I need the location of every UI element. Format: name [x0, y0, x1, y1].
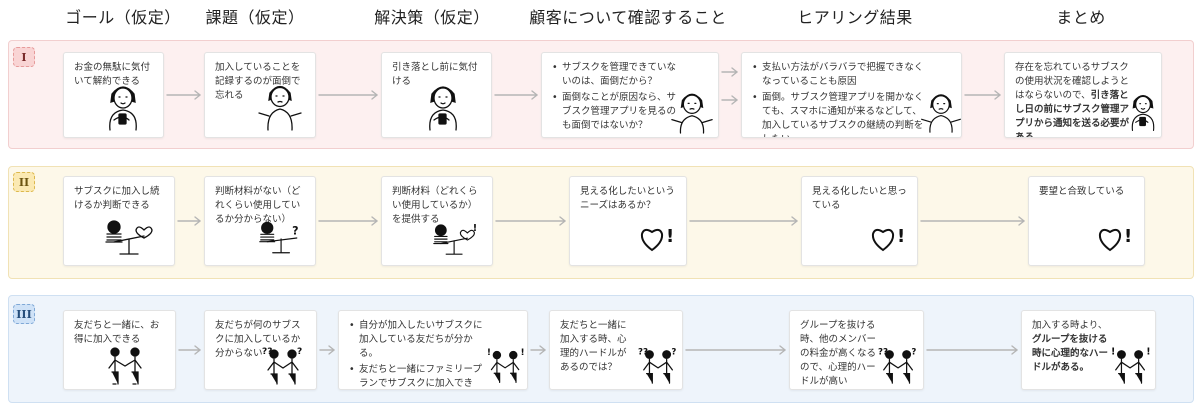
heart-exclaim-icon: !: [1098, 226, 1132, 252]
header-hearing-result: ヒアリング結果: [797, 8, 913, 27]
flow-arrow: [318, 216, 379, 226]
header-goal: ゴール（仮定）: [65, 8, 181, 27]
row-3-goal-card: 友だちと一緒に、お得に加入できる: [63, 310, 176, 390]
row-1-solution-text: 引き落とし前に気付ける: [392, 62, 478, 87]
flow-arrow: [319, 345, 336, 355]
exclamation-mark: !: [521, 348, 525, 358]
question-mark: ?: [297, 347, 302, 357]
header-solution: 解決策（仮定）: [374, 8, 490, 27]
row-1-badge: I: [13, 47, 35, 67]
row-1-problem-card: 加入していることを記録するのが面倒で忘れる: [204, 52, 316, 138]
row-3-hearing-text: グループを抜ける時、他のメンバーの料金が高くなるので、心理的ハードルが高い: [800, 320, 877, 387]
row-2-hearing-card: 見える化したいと思っている: [801, 176, 918, 266]
row-3-summary-bold: グループを抜ける時に心理的なハードルがある。: [1032, 334, 1109, 373]
row-1-summary-plain: 存在を忘れているサブスクの使用状況を確認しようとはならないので、: [1015, 62, 1130, 101]
row-3-check-text: 友だちと一緒に加入する時、心理的ハードルがあるのでは？: [560, 320, 627, 373]
exclamation-mark: !: [1124, 226, 1132, 247]
row-1-hearing-item: 面倒。サブスク管理アプリを開かなくても、スマホに通知が来るなどして、加入している…: [752, 91, 928, 137]
two-friends-question-illustration: ?? ?: [638, 348, 676, 384]
scale-coin-question-illustration: ?: [259, 221, 299, 254]
exclamation-mark: !: [1111, 347, 1115, 358]
row-2-problem-text: 判断材料がない（どれくらい使用しているか分からない）: [215, 186, 301, 225]
flow-arrow: [178, 345, 202, 355]
row-2-problem-card: 判断材料がない（どれくらい使用しているか分からない）: [204, 176, 316, 266]
scale-coin-heart-illustration: [105, 220, 153, 255]
exclamation-mark: !: [487, 348, 491, 358]
question-mark: ?: [671, 348, 676, 358]
row-2-check-text: 見える化したいというニーズはあるか？: [580, 186, 675, 211]
row-2-summary-text: 要望と合致している: [1039, 186, 1125, 197]
two-friends-illustration: [108, 347, 142, 385]
person-shrug-illustration: [921, 94, 961, 133]
scale-coin-heart-illustration: !: [433, 223, 477, 255]
row-3-solution-item: 自分が加入したいサブスクに加入している友だちが分かる。: [349, 319, 489, 361]
question-mark: ?: [292, 224, 298, 237]
flow-arrow: [495, 216, 567, 226]
row-3-problem-text: 友だちが何のサブスクに加入しているか分からない: [215, 320, 301, 359]
row-3-badge: III: [13, 304, 35, 324]
two-friends-question-illustration: ?? ?: [262, 347, 302, 385]
person-phone-illustration: [109, 86, 137, 131]
flow-arrow: [177, 216, 202, 226]
heart-exclaim-icon: !: [640, 226, 674, 252]
flow-arrow: [685, 345, 787, 355]
row-1-hearing-card: 支払い方法がバラバラで把握できなくなっていることも原因 面倒。サブスク管理アプリ…: [741, 52, 962, 138]
heart-exclaim-icon: !: [871, 226, 905, 252]
row-3-check-card: 友だちと一緒に加入する時、心理的ハードルがあるのでは？: [549, 310, 683, 390]
row-3-problem-card: 友だちが何のサブスクに加入しているか分からない: [204, 310, 317, 390]
exclamation-mark: !: [473, 223, 477, 234]
row-1-summary-bold: 引き落とし日の前にサブスク管理アプリから通知を送る必要がある: [1015, 90, 1130, 138]
question-mark: ?: [911, 348, 916, 358]
row-1-goal-text: お金の無駄に気付いて解約できる: [74, 62, 151, 87]
row-2-badge: II: [13, 172, 35, 192]
row-2-solution-text: 判断材料（どれくらい使用しているか）を提供する: [392, 186, 478, 225]
row-1-check-item: サブスクを管理できていないのは、面倒だから？: [552, 61, 680, 89]
two-friends-exclaim-illustration: ! !: [1111, 347, 1151, 384]
row-1-problem-text: 加入していることを記録するのが面倒で忘れる: [215, 62, 301, 101]
person-shrug-illustration: [258, 85, 302, 131]
row-2-goal-text: サブスクに加入し続けるか判断できる: [74, 186, 160, 211]
flow-arrow: [530, 345, 547, 355]
two-friends-question-illustration: ?? ?: [878, 348, 916, 384]
question-marks: ??: [638, 348, 648, 358]
header-customer-check: 顧客について確認すること: [529, 8, 727, 27]
question-marks: ??: [878, 348, 888, 358]
person-shrug-illustration: [671, 93, 713, 134]
row-3-solution-item: 友だちと一緒にファミリープランでサブスクに加入できる。: [349, 363, 489, 389]
question-marks: ??: [262, 347, 272, 357]
header-problem: 課題（仮定）: [205, 8, 305, 27]
exclamation-mark: !: [897, 226, 905, 247]
row-1-check-item: 面倒なことが原因なら、サブスク管理アプリを見るのも面倒ではないか？: [552, 91, 680, 133]
header-summary: まとめ: [1056, 8, 1106, 27]
person-phone-illustration: [1131, 95, 1155, 131]
row-2-hearing-text: 見える化したいと思っている: [812, 186, 907, 211]
row-3-hearing-card: グループを抜ける時、他のメンバーの料金が高くなるので、心理的ハードルが高い: [789, 310, 924, 390]
exclamation-mark: !: [1146, 347, 1150, 358]
exclamation-mark: !: [666, 226, 674, 247]
flow-arrow: [721, 67, 739, 77]
row-3-summary-card: 加入する時より、グループを抜ける時に心理的なハードルがある。: [1021, 310, 1156, 390]
flow-arrow: [964, 90, 1002, 100]
person-phone-illustration: [429, 86, 457, 131]
flow-arrow: [166, 90, 202, 100]
row-1-hearing-item: 支払い方法がバラバラで把握できなくなっていることも原因: [752, 61, 928, 89]
row-2-solution-card: 判断材料（どれくらい使用しているか）を提供する: [381, 176, 493, 266]
row-2-check-card: 見える化したいというニーズはあるか？: [569, 176, 687, 266]
flow-arrow: [689, 216, 799, 226]
flow-arrow: [494, 90, 539, 100]
flow-arrow: [721, 95, 739, 105]
two-friends-exclaim-illustration: ! !: [487, 348, 525, 383]
flow-arrow: [318, 90, 379, 100]
row-2-summary-card: 要望と合致している: [1028, 176, 1145, 266]
flow-arrow: [920, 216, 1026, 226]
row-1-summary-card: 存在を忘れているサブスクの使用状況を確認しようとはならないので、引き落とし日の前…: [1004, 52, 1162, 138]
flow-arrow: [926, 345, 1019, 355]
row-3-summary-plain: 加入する時より、: [1032, 320, 1108, 331]
row-2-goal-card: サブスクに加入し続けるか判断できる: [63, 176, 175, 266]
row-3-goal-text: 友だちと一緒に、お得に加入できる: [74, 320, 160, 345]
